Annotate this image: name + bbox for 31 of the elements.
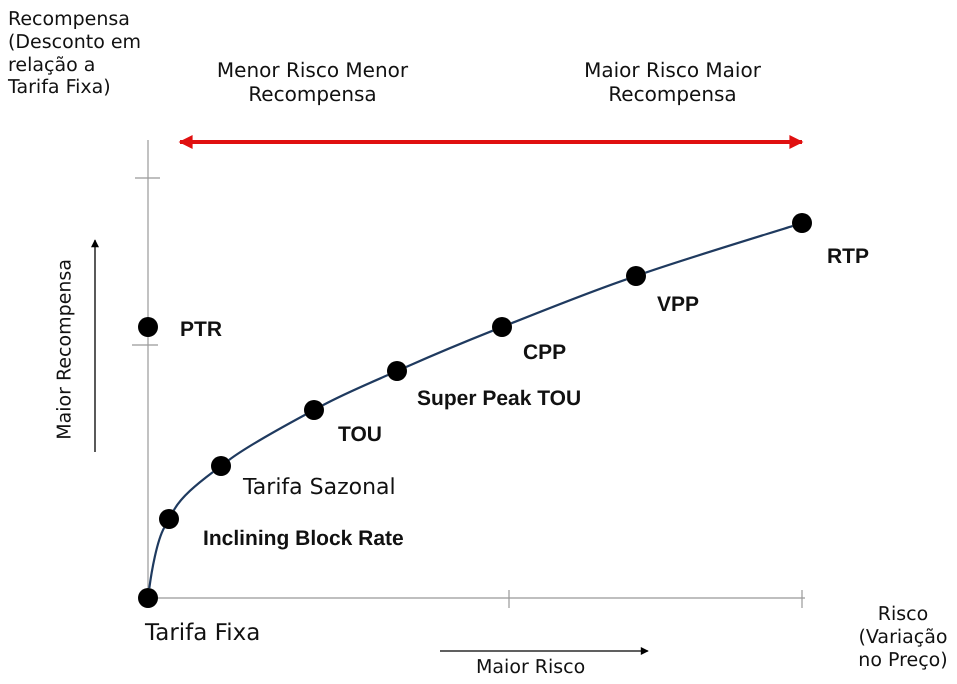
data-point (138, 588, 158, 608)
point-label: Tarifa Sazonal (243, 475, 396, 500)
curve-segment (510, 278, 627, 324)
point-label: VPP (657, 293, 700, 317)
data-point (387, 361, 407, 381)
axis-title: Recompensa (Desconto em relação a Tarifa Fixa) (8, 8, 142, 100)
axis-annotation: Maior Risco (476, 656, 586, 679)
axis-annotation: Maior Recompensa (54, 258, 76, 442)
point-label: Tarifa Fixa (145, 620, 260, 646)
data-point (492, 317, 512, 337)
point-label: RTP (827, 245, 869, 269)
data-point (304, 400, 324, 420)
axis-title: Risco (Variação no Preço) (857, 603, 949, 672)
curve-segment (228, 414, 306, 461)
data-point (211, 456, 231, 476)
data-point (626, 266, 646, 286)
curve-segment (148, 527, 166, 588)
curve-segment (645, 225, 793, 274)
point-label: Super Peak TOU (417, 387, 582, 411)
region-label: Menor Risco Menor Recompensa (216, 58, 410, 106)
point-label: Inclining Block Rate (203, 527, 404, 551)
region-label: Maior Risco Maior Recompensa (583, 58, 762, 106)
data-point (138, 317, 158, 337)
data-point (159, 509, 179, 529)
data-point (792, 213, 812, 233)
curve-segment (406, 330, 494, 368)
point-label: TOU (338, 423, 382, 447)
point-label: PTR (180, 318, 222, 342)
curve-segment (172, 471, 214, 511)
point-label: CPP (523, 341, 566, 365)
curve-segment (322, 374, 388, 406)
